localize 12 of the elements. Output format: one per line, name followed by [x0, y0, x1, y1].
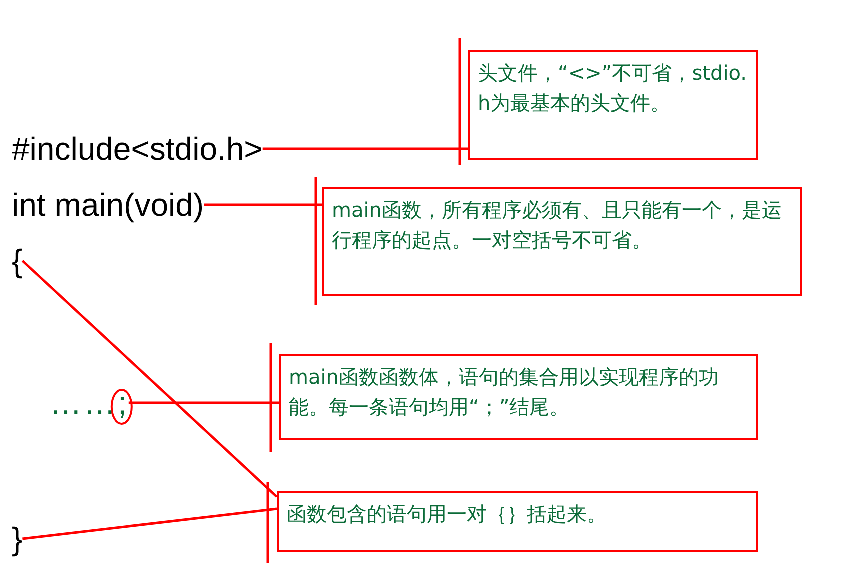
- leader-line: [22, 508, 278, 540]
- callout-box: 头文件，“<>”不可省，stdio.h为最基本的头文件。: [468, 50, 758, 160]
- code-line: #include<stdio.h>: [12, 130, 263, 168]
- callout-box: main函数函数体，语句的集合用以实现程序的功能。每一条语句均用“；”结尾。: [279, 354, 758, 440]
- leader-line: [204, 204, 322, 206]
- code-line: {: [12, 242, 23, 280]
- code-line: int main(void): [12, 186, 204, 224]
- leader-line: [22, 260, 278, 498]
- leader-line: [262, 148, 468, 150]
- callout-box: 函数包含的语句用一对｛｝括起来。: [277, 491, 758, 552]
- code-line: }: [12, 520, 23, 558]
- callout-box: main函数，所有程序必须有、且只能有一个，是运行程序的起点。一对空括号不可省。: [322, 187, 802, 296]
